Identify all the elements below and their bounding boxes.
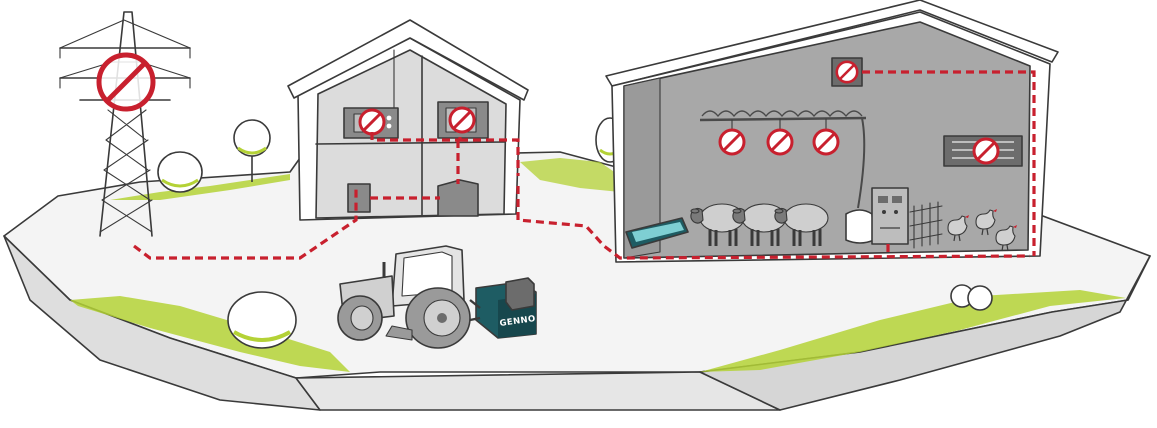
ventilation-fan-icon: [831, 57, 863, 87]
prohibition-icon: [358, 108, 386, 136]
cable-to-barn: [516, 186, 1031, 260]
grass-strip-middle: [520, 158, 620, 192]
brand-logo-text: GENNO: [499, 314, 536, 329]
tractor-icon: [337, 245, 471, 349]
generator-icon: GENNO: [469, 277, 537, 339]
bush-front: [227, 291, 297, 349]
boiler-icon: [437, 179, 479, 217]
prohibition-icon: [718, 128, 746, 156]
prohibition-icon: [448, 106, 476, 134]
barn: [605, 0, 1059, 263]
cable-pylon-to-house: [133, 186, 358, 260]
tractor-rear-wheel: [405, 287, 471, 349]
prohibition-icon: [835, 60, 859, 84]
prohibition-icon: [812, 128, 840, 156]
water-trough-icon: [625, 217, 689, 249]
power-cables: [133, 70, 1036, 260]
water-tank-icon: [845, 209, 875, 244]
ground-front-mid: [295, 371, 781, 411]
house-roof: [287, 19, 529, 101]
feeder-line: [699, 110, 867, 209]
prohibition-icon: [766, 128, 794, 156]
trees: [157, 117, 993, 349]
cable-barn-perimeter: [862, 70, 1036, 256]
grass-strip-hill: [110, 174, 290, 200]
control-cabinet-icon: [871, 187, 909, 245]
power-pylon-icon: [59, 11, 191, 237]
barn-lamp-3: [812, 128, 840, 156]
grass-strip-right: [700, 290, 1126, 372]
bush-hill: [157, 151, 203, 193]
prohibition-icon: [972, 137, 1000, 165]
bush-right: [950, 284, 993, 311]
grass-areas: [70, 158, 1126, 372]
cable-panel-to-boiler: [370, 140, 460, 200]
tractor-front-wheel: [337, 295, 383, 341]
grass-strip-left: [70, 296, 350, 372]
farmhouse: [287, 19, 529, 221]
heater-icon: [943, 135, 1023, 167]
ground-front-right: [699, 255, 1151, 411]
generator-top: [505, 277, 535, 311]
prohibition-icon: [96, 52, 156, 112]
house-interior: [315, 49, 507, 219]
tree-small: [233, 119, 271, 182]
electrical-panel-icon: [347, 183, 371, 213]
barn-lamp-2: [766, 128, 794, 156]
barn-lamp-1: [718, 128, 746, 156]
cable-house-wiring: [370, 132, 520, 176]
fence: [909, 201, 943, 249]
